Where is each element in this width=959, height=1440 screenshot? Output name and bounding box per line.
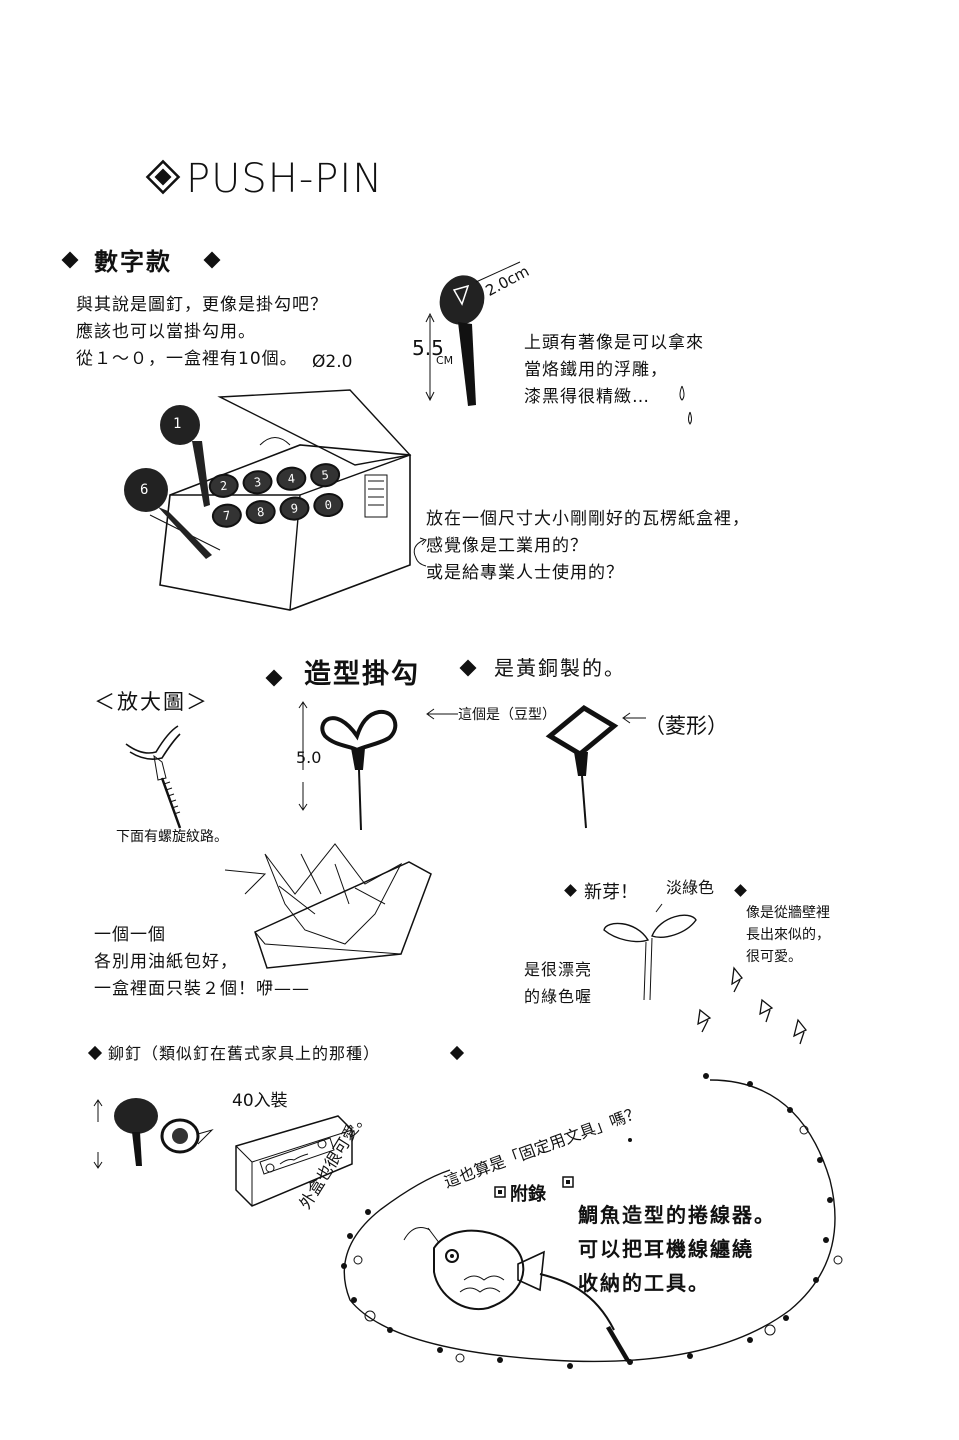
heart-hook-illustration bbox=[298, 701, 398, 831]
diamond-label: （菱形） bbox=[644, 714, 728, 738]
appendix-heading: 附錄 bbox=[510, 1184, 546, 1205]
pin-digit: 1 bbox=[173, 416, 182, 432]
heading-diamond-icon bbox=[459, 659, 477, 677]
diameter-label: Ø2.0 bbox=[312, 352, 353, 372]
zoom-label: ＜放大圖＞ bbox=[94, 690, 209, 714]
number-style-intro: 與其說是圖釘，更像是掛勾吧？ 應該也可以當掛勾用。 從１～０，一盒裡有10個。 bbox=[76, 295, 328, 369]
rivet-box-illustration bbox=[235, 1115, 353, 1207]
dimension-side-value: 5.5 bbox=[412, 336, 444, 360]
thread-note: 下面有螺旋紋路。 bbox=[116, 829, 228, 845]
heading-diamond-icon bbox=[265, 669, 283, 687]
page-title: PUSH-PIN bbox=[186, 156, 384, 202]
heading-diamond-icon bbox=[564, 884, 577, 897]
heading-diamond-icon bbox=[87, 1045, 103, 1061]
arrow-icon bbox=[622, 712, 646, 724]
appendix-icon bbox=[494, 1186, 506, 1198]
taiyaki-winder-illustration bbox=[403, 1227, 630, 1362]
sprout-illustration bbox=[603, 903, 697, 1001]
sprout-color: 淡綠色 bbox=[666, 878, 715, 897]
sprout-wall-note: 像是從牆壁裡 長出來似的， 很可愛。 bbox=[746, 905, 830, 965]
number-pin-illustration bbox=[425, 261, 521, 406]
dotted-loop-decoration bbox=[341, 1073, 843, 1369]
arrow-icon bbox=[413, 537, 427, 567]
box-digit: 8 bbox=[244, 498, 277, 526]
title-diamond-icon bbox=[145, 159, 181, 195]
sprout-swarm-illustration bbox=[697, 966, 808, 1045]
material-label: 是黃銅製的。 bbox=[494, 656, 626, 680]
heading-diamond-icon bbox=[203, 251, 221, 269]
box-digit: 7 bbox=[210, 502, 244, 530]
wrapped-box-illustration bbox=[224, 843, 432, 969]
sprout-bright-note: 是很漂亮 的綠色喔 bbox=[524, 960, 593, 1006]
number-style-heading: 數字款 bbox=[94, 248, 172, 276]
diamond-hook-illustration bbox=[545, 704, 619, 829]
shaped-hooks-heading: 造型掛勾 bbox=[304, 659, 420, 690]
box-digit: 0 bbox=[312, 491, 345, 519]
relief-note: 上頭有著像是可以拿來 當烙鐵用的浮雕， 漆黑得很精緻… bbox=[524, 333, 704, 407]
wrap-note: 一個一個 各別用油紙包好， 一盒裡面只裝２個！咿—— bbox=[94, 925, 310, 999]
arrow-icon bbox=[426, 708, 458, 720]
box-digit: 2 bbox=[207, 472, 240, 500]
height-label: 5.0 bbox=[296, 748, 322, 767]
sweat-drop-icon bbox=[679, 385, 692, 425]
box-digit: 3 bbox=[241, 468, 274, 496]
sprout-heading: 新芽！ bbox=[584, 882, 638, 903]
appendix-icon bbox=[562, 1176, 574, 1188]
appendix-text: 鯛魚造型的捲線器。 可以把耳機線纏繞 收納的工具。 bbox=[578, 1203, 776, 1295]
box-digit: 5 bbox=[309, 461, 342, 489]
heading-diamond-icon bbox=[734, 884, 747, 897]
box-digit: 9 bbox=[278, 495, 311, 523]
rivet-count: 40入裝 bbox=[232, 1091, 288, 1111]
thread-zoom-illustration bbox=[125, 725, 182, 829]
rivet-illustration bbox=[93, 1098, 214, 1169]
rivet-heading: 鉚釘（類似釘在舊式家具上的那種） bbox=[108, 1044, 381, 1063]
heart-label: 這個是（豆型） bbox=[458, 707, 556, 723]
box-digit: 4 bbox=[275, 465, 308, 493]
pin-digit: 6 bbox=[140, 482, 149, 498]
box-note: 放在一個尺寸大小剛剛好的瓦楞紙盒裡， 感覺像是工業用的？ 或是給專業人士使用的？ bbox=[426, 509, 750, 583]
dimension-side-unit: CM bbox=[436, 354, 454, 367]
heading-diamond-icon bbox=[61, 251, 79, 269]
number-box-illustration bbox=[124, 389, 412, 611]
heading-diamond-icon bbox=[449, 1045, 465, 1061]
